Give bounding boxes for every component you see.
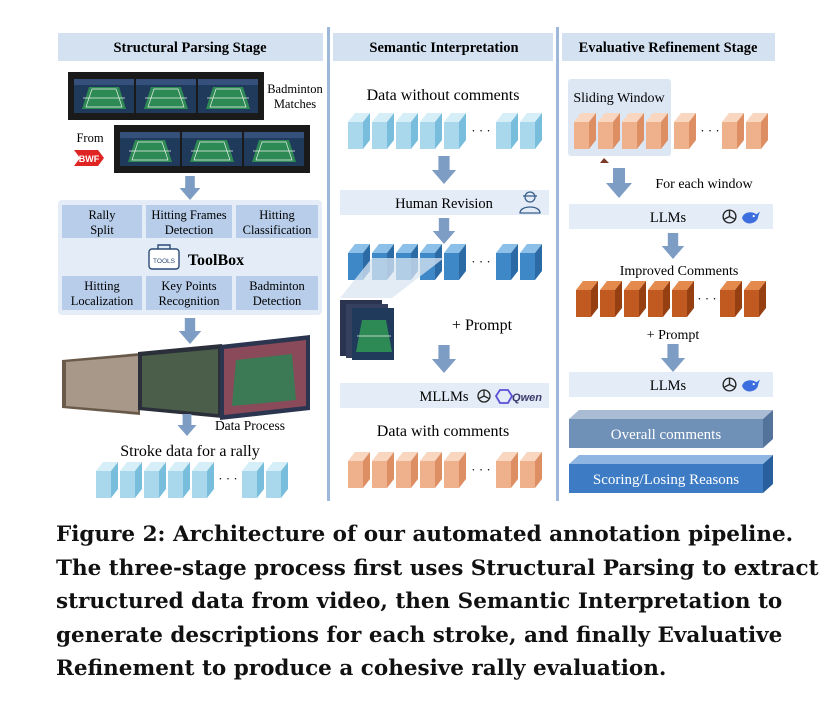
improved-comments-label: Improved Comments	[620, 264, 739, 279]
video-frame-stack	[340, 300, 394, 360]
semantic-header	[333, 33, 553, 61]
caption-line: structured data from video, then Semanti…	[56, 589, 783, 615]
figure-caption: Figure 2: Architecture of our automated …	[56, 518, 819, 686]
svg-text:Recognition: Recognition	[158, 294, 220, 308]
qwen-icon	[494, 389, 514, 404]
mllms-box	[340, 383, 549, 408]
data-process-label: Data Process	[215, 418, 285, 433]
panel-divider-2	[556, 27, 559, 501]
svg-text:Key Points: Key Points	[161, 279, 216, 293]
window-pointer	[600, 158, 609, 163]
raw-data-cubes	[348, 113, 542, 149]
caption-line: Figure 2: Architecture of our automated …	[56, 522, 794, 547]
tool-hitting-localization: Hitting Localization	[62, 276, 142, 310]
data-without-comments-label: Data without comments	[367, 87, 520, 104]
window-ellipsis: · · ·	[700, 123, 720, 138]
structural-header	[58, 33, 323, 61]
overall-comments-label: Overall comments	[611, 427, 722, 443]
tool-key-points-recognition: Key Points Recognition	[146, 276, 232, 310]
human-revision-box	[340, 190, 549, 215]
improved-ellipsis: · · ·	[697, 291, 717, 306]
match-film-strip-top	[68, 72, 264, 120]
tool-hitting-frames-detection: Hitting Frames Detection	[146, 205, 232, 238]
panel-divider-1	[327, 27, 330, 501]
caption-line: Refinement to produce a cohesive rally e…	[56, 656, 667, 682]
frame-projection-shade	[340, 258, 444, 298]
svg-text:Detection: Detection	[253, 294, 302, 308]
svg-text:Localization: Localization	[71, 294, 134, 308]
commented-data-ellipsis: · · ·	[471, 462, 491, 477]
scoring-reasons-box	[569, 455, 773, 493]
revised-data-ellipsis: · · ·	[471, 254, 491, 269]
caption-line: generate descriptions for each stroke, a…	[56, 622, 783, 648]
llms-box-2	[569, 372, 773, 397]
tool-hitting-classification: Hitting Classification	[236, 205, 318, 238]
svg-text:Split: Split	[90, 223, 114, 237]
arrow-to-llms-2	[660, 344, 686, 372]
bwf-logo-text: BWF	[79, 154, 100, 164]
scoring-reasons-label: Scoring/Losing Reasons	[593, 472, 739, 488]
arrow-to-improved	[661, 233, 685, 259]
human-revision-label: Human Revision	[395, 196, 494, 212]
arrow-to-mllms	[431, 345, 457, 373]
toolbox-label: ToolBox	[188, 252, 244, 269]
stroke-data-label: Stroke data for a rally	[120, 443, 260, 460]
arrow-to-revised-data	[432, 218, 456, 244]
svg-text:Badminton: Badminton	[249, 279, 305, 293]
arrow-to-human-revision	[431, 156, 457, 184]
for-each-window-label: For each window	[655, 177, 753, 192]
badminton-label-2: Matches	[274, 97, 316, 111]
svg-text:Rally: Rally	[88, 208, 116, 222]
svg-text:Hitting: Hitting	[84, 279, 120, 293]
semantic-title: Semantic Interpretation	[369, 40, 518, 56]
caption-line: The three-stage process first uses Struc…	[56, 555, 819, 581]
data-with-comments-label: Data with comments	[377, 423, 509, 440]
commented-data-cubes	[348, 452, 542, 488]
llms-box-1	[569, 204, 773, 229]
overall-comments-box	[569, 410, 773, 448]
qwen-label: Qwen	[512, 392, 542, 404]
human-reviewer-icon	[519, 191, 541, 214]
evaluative-title: Evaluative Refinement Stage	[579, 40, 758, 56]
svg-text:Hitting: Hitting	[259, 208, 295, 222]
improved-comment-cubes	[576, 281, 766, 317]
bwf-logo: BWF	[74, 150, 104, 166]
semantic-prompt-label: + Prompt	[452, 317, 513, 334]
evaluative-prompt-label: + Prompt	[647, 328, 700, 343]
evaluative-header	[562, 33, 775, 61]
match-film-strip-bottom	[114, 125, 310, 173]
raw-data-ellipsis: · · ·	[471, 123, 491, 138]
llms-label-2: LLMs	[650, 378, 687, 394]
tools-icon-text: TOOLS	[153, 258, 176, 265]
svg-text:Detection: Detection	[165, 223, 214, 237]
toolbox-icon: TOOLS	[148, 244, 180, 270]
processed-frames-stack	[62, 335, 310, 420]
badminton-label-1: Badminton	[267, 82, 323, 96]
from-label: From	[76, 131, 103, 145]
arrow-to-llms-1	[606, 168, 632, 198]
svg-text:Hitting Frames: Hitting Frames	[151, 208, 226, 222]
mllms-label: MLLMs	[419, 389, 469, 405]
stroke-data-ellipsis: · · ·	[218, 471, 238, 486]
svg-text:Classification: Classification	[243, 223, 312, 237]
tool-rally-split: Rally Split	[62, 205, 142, 238]
structural-title: Structural Parsing Stage	[113, 40, 267, 56]
llms-label-1: LLMs	[650, 210, 687, 226]
sliding-window-label: Sliding Window	[573, 91, 665, 106]
tool-badminton-detection: Badminton Detection	[236, 276, 318, 310]
